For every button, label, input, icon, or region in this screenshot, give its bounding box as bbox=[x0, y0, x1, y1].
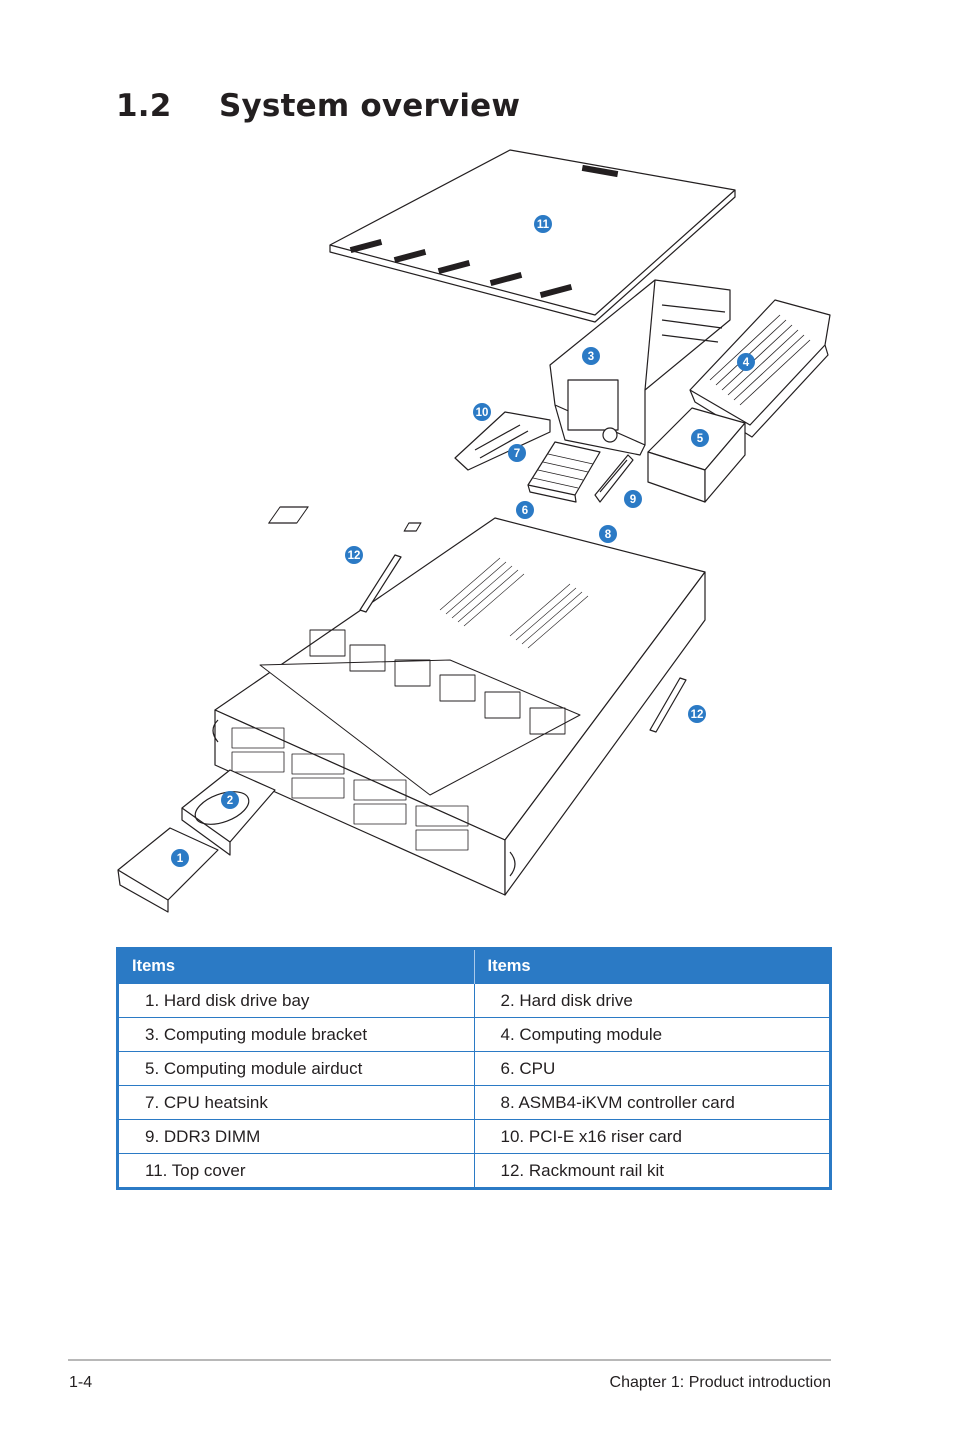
table-cell: 2. Hard disk drive bbox=[473, 983, 831, 1018]
chapter-label: Chapter 1: Product introduction bbox=[609, 1374, 831, 1391]
pcie-riser-card-part bbox=[454, 411, 551, 471]
computing-module-part bbox=[689, 299, 831, 438]
svg-text:11: 11 bbox=[537, 219, 550, 231]
column-header: Items bbox=[473, 948, 831, 984]
svg-text:10: 10 bbox=[476, 407, 489, 419]
ddr3-dimm-part bbox=[594, 454, 634, 503]
svg-text:7: 7 bbox=[514, 448, 520, 460]
section-title: System overview bbox=[219, 88, 521, 124]
callout-2: 2 bbox=[221, 791, 239, 809]
svg-text:12: 12 bbox=[348, 550, 361, 562]
computing-module-bracket-part bbox=[549, 279, 731, 456]
table-cell: 10. PCI-E x16 riser card bbox=[473, 1119, 831, 1154]
table-row: 1. Hard disk drive bay 2. Hard disk driv… bbox=[117, 983, 831, 1018]
table-cell: 12. Rackmount rail kit bbox=[473, 1153, 831, 1189]
svg-text:6: 6 bbox=[522, 505, 528, 517]
callout-9: 9 bbox=[624, 490, 642, 508]
callout-1: 1 bbox=[171, 849, 189, 867]
svg-text:1: 1 bbox=[177, 853, 184, 865]
callout-12: 12 bbox=[688, 705, 706, 723]
table-cell: 3. Computing module bracket bbox=[117, 1017, 474, 1052]
rail-right-part bbox=[649, 677, 687, 733]
svg-text:5: 5 bbox=[697, 433, 704, 445]
items-table: Items Items 1. Hard disk drive bay 2. Ha… bbox=[116, 947, 832, 1190]
table-row: 3. Computing module bracket 4. Computing… bbox=[117, 1017, 831, 1052]
table-row: 5. Computing module airduct 6. CPU bbox=[117, 1051, 831, 1086]
section-number: 1.2 bbox=[116, 88, 172, 124]
callout-8: 8 bbox=[599, 525, 617, 543]
svg-text:3: 3 bbox=[588, 351, 594, 363]
table-row: 9. DDR3 DIMM 10. PCI-E x16 riser card bbox=[117, 1119, 831, 1154]
table-cell: 1. Hard disk drive bay bbox=[117, 983, 474, 1018]
cpu-part bbox=[268, 506, 309, 524]
callout-11: 11 bbox=[534, 215, 552, 233]
page-number: 1-4 bbox=[69, 1374, 93, 1391]
callout-3: 3 bbox=[582, 347, 600, 365]
callout-4: 4 bbox=[737, 353, 755, 371]
controller-card-part bbox=[403, 522, 422, 532]
svg-text:8: 8 bbox=[605, 529, 612, 541]
table-cell: 7. CPU heatsink bbox=[117, 1085, 474, 1120]
svg-text:12: 12 bbox=[691, 709, 704, 721]
footer-rule bbox=[68, 1359, 831, 1361]
table-header-row: Items Items bbox=[117, 948, 831, 984]
table-cell: 9. DDR3 DIMM bbox=[117, 1119, 474, 1154]
callout-6: 6 bbox=[516, 501, 534, 519]
computing-module-airduct-part bbox=[647, 407, 746, 503]
top-cover-part bbox=[329, 149, 736, 323]
svg-text:9: 9 bbox=[630, 494, 636, 506]
column-header: Items bbox=[117, 948, 474, 984]
svg-text:4: 4 bbox=[743, 357, 750, 369]
chassis-part bbox=[212, 517, 706, 896]
svg-text:2: 2 bbox=[227, 795, 233, 807]
table-cell: 6. CPU bbox=[473, 1051, 831, 1086]
callout-12: 12 bbox=[345, 546, 363, 564]
table-cell: 8. ASMB4-iKVM controller card bbox=[473, 1085, 831, 1120]
cpu-heatsink-part bbox=[527, 441, 601, 503]
section-heading: 1.2 System overview bbox=[116, 88, 520, 124]
table-row: 11. Top cover 12. Rackmount rail kit bbox=[117, 1153, 831, 1189]
rail-left-part bbox=[359, 554, 402, 613]
callout-5: 5 bbox=[691, 429, 709, 447]
callout-10: 10 bbox=[473, 403, 491, 421]
table-cell: 11. Top cover bbox=[117, 1153, 474, 1189]
table-cell: 4. Computing module bbox=[473, 1017, 831, 1052]
table-cell: 5. Computing module airduct bbox=[117, 1051, 474, 1086]
callout-7: 7 bbox=[508, 444, 526, 462]
hdd-bay-part bbox=[117, 827, 219, 913]
table-row: 7. CPU heatsink 8. ASMB4-iKVM controller… bbox=[117, 1085, 831, 1120]
